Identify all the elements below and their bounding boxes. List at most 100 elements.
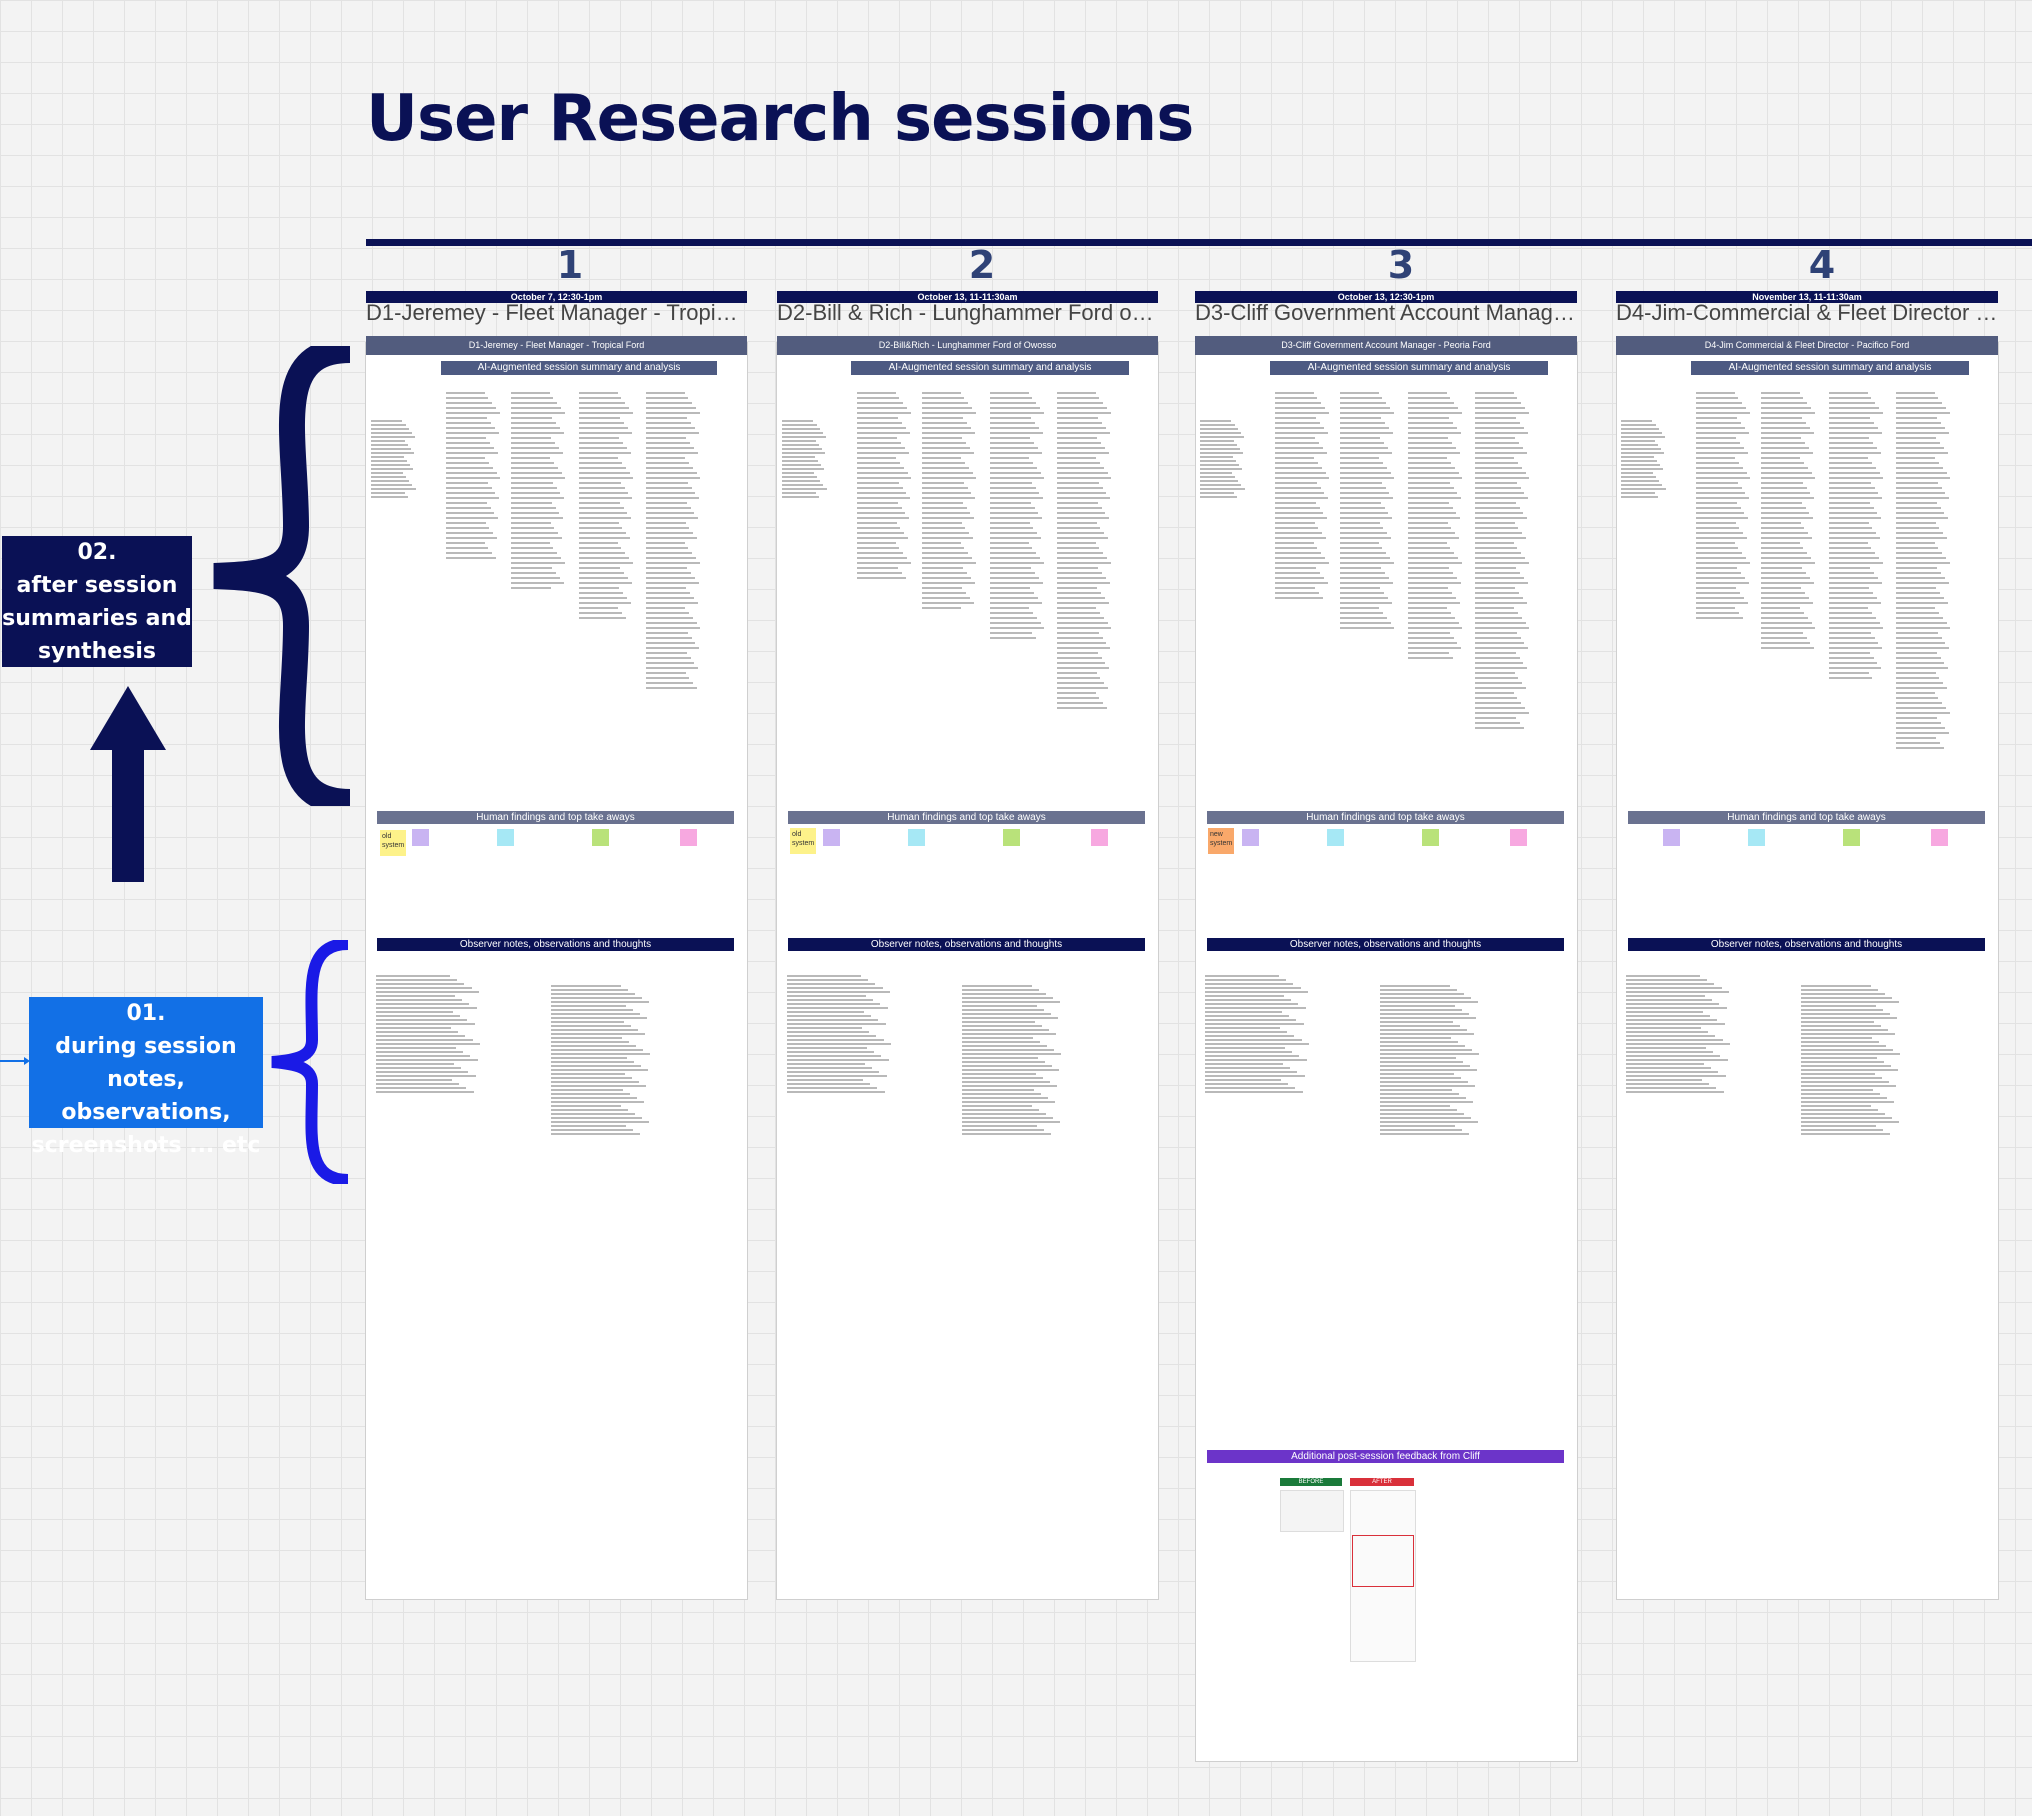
text-line [376, 1051, 463, 1053]
text-line [782, 484, 823, 486]
sticky-note[interactable] [908, 829, 925, 846]
sticky-note[interactable] [1003, 829, 1020, 846]
text-line [990, 557, 1040, 559]
text-line [579, 522, 619, 524]
text-line [1761, 507, 1806, 509]
text-line [1380, 1129, 1462, 1131]
text-line [646, 667, 698, 669]
session-frame-4[interactable] [1616, 342, 1999, 1600]
sticky-note[interactable] [412, 829, 429, 846]
text-line [376, 987, 472, 989]
text-line [1696, 422, 1741, 424]
text-line [1626, 1055, 1720, 1057]
text-line [962, 1053, 1061, 1055]
sticky-note-2[interactable]: old system [790, 828, 816, 854]
text-line [1626, 999, 1712, 1001]
observer-notes-bar-1: Observer notes, observations and thought… [377, 938, 734, 951]
text-line [990, 412, 1044, 414]
text-line [1340, 627, 1394, 629]
text-line [1475, 557, 1525, 559]
frame-title-2[interactable]: D2-Bill & Rich - Lunghammer Ford of Owos… [777, 300, 1158, 325]
sticky-note[interactable] [592, 829, 609, 846]
after-screenshot[interactable] [1350, 1490, 1416, 1662]
text-line [1340, 537, 1391, 539]
text-line [1761, 467, 1808, 469]
text-line [579, 527, 622, 529]
text-line [1205, 1003, 1298, 1005]
ai-summary-header-4: AI-Augmented session summary and analysi… [1691, 361, 1969, 375]
before-screenshot[interactable] [1280, 1490, 1344, 1532]
text-line [1408, 437, 1448, 439]
text-line [1801, 1097, 1887, 1099]
text-line [1761, 632, 1803, 634]
text-line [1696, 497, 1749, 499]
text-line [1696, 457, 1735, 459]
sticky-note[interactable] [1327, 829, 1344, 846]
text-line [1475, 527, 1518, 529]
text-line [551, 1029, 638, 1031]
text-line [1761, 392, 1800, 394]
text-line [1340, 592, 1384, 594]
before-label: BEFORE [1280, 1478, 1342, 1486]
text-line [1475, 657, 1520, 659]
text-line [551, 1097, 637, 1099]
text-line [1475, 622, 1526, 624]
text-line [371, 440, 405, 442]
text-line [787, 1039, 884, 1041]
sticky-note[interactable] [1091, 829, 1108, 846]
text-line [1275, 517, 1327, 519]
session-frame-2[interactable] [776, 342, 1159, 1600]
text-line [371, 496, 408, 498]
text-line [376, 995, 455, 997]
sticky-note[interactable] [1843, 829, 1860, 846]
session-frame-1[interactable] [365, 342, 748, 1600]
text-line [1829, 617, 1876, 619]
sticky-note[interactable] [680, 829, 697, 846]
text-line [922, 482, 964, 484]
sticky-note[interactable] [1663, 829, 1680, 846]
text-line [1057, 622, 1108, 624]
sticky-note[interactable] [1422, 829, 1439, 846]
sticky-note[interactable] [1510, 829, 1527, 846]
text-line [1057, 407, 1107, 409]
text-line [1057, 557, 1107, 559]
frame-title-1[interactable]: D1-Jeremey - Fleet Manager - Tropical Fo… [366, 300, 747, 325]
sticky-note-1[interactable]: old system [380, 830, 406, 856]
frame-title-4[interactable]: D4-Jim-Commercial & Fleet Director - Pac… [1616, 300, 1998, 325]
text-line [1380, 1109, 1457, 1111]
text-line [962, 1093, 1041, 1095]
text-line [1896, 562, 1950, 564]
frame-title-3[interactable]: D3-Cliff Government Account Manager - Pe… [1195, 300, 1577, 325]
text-line [1696, 417, 1737, 419]
sticky-note[interactable] [1931, 829, 1948, 846]
text-line [1475, 607, 1514, 609]
text-line [376, 1007, 477, 1009]
text-line [962, 1113, 1046, 1115]
text-line [1340, 477, 1394, 479]
text-line [1621, 428, 1659, 430]
text-line [1896, 612, 1939, 614]
text-line [1380, 1009, 1462, 1011]
text-line [1340, 407, 1390, 409]
text-line [1408, 587, 1448, 589]
text-line [1408, 657, 1453, 659]
text-line [1696, 522, 1736, 524]
text-line [1275, 412, 1329, 414]
text-line [1275, 527, 1318, 529]
text-line [1696, 572, 1741, 574]
sticky-note-3[interactable]: new system [1208, 828, 1234, 854]
text-line [511, 582, 564, 584]
text-line [1475, 517, 1527, 519]
text-line [1200, 468, 1242, 470]
text-line [922, 542, 961, 544]
text-line [1205, 1011, 1282, 1013]
text-line [922, 457, 961, 459]
sticky-note[interactable] [497, 829, 514, 846]
sticky-note[interactable] [1748, 829, 1765, 846]
text-line [1696, 562, 1750, 564]
text-line [1408, 417, 1449, 419]
sticky-note[interactable] [1242, 829, 1259, 846]
sticky-note[interactable] [823, 829, 840, 846]
text-line [787, 1043, 891, 1045]
text-line [1626, 1047, 1706, 1049]
